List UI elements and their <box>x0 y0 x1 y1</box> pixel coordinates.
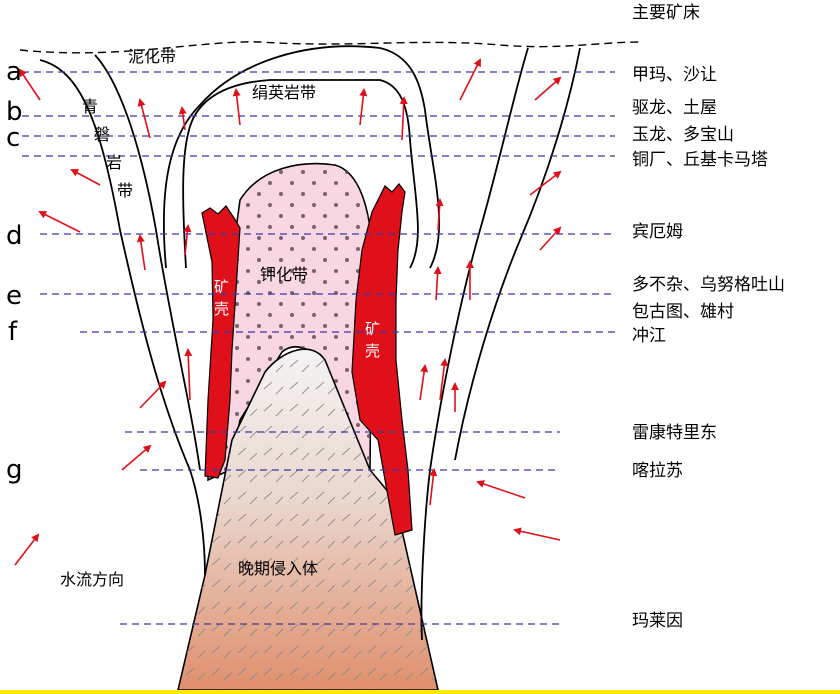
argillic-zone-label: 泥化带 <box>128 47 176 66</box>
flow-arrow <box>539 226 562 251</box>
ore-shell-right-label-2: 壳 <box>365 342 380 360</box>
deposit-label: 宾厄姆 <box>632 222 683 242</box>
level-d-letter: d <box>6 221 23 251</box>
main-deposits-title: 主要矿床 <box>632 3 700 23</box>
propylitic-label-1: 青 <box>82 97 98 116</box>
flow-arrow <box>419 364 429 401</box>
ore-shell-right-label-1: 矿 <box>365 320 380 338</box>
deposit-label: 铜厂、丘基卡马塔 <box>632 150 768 170</box>
flow-arrow <box>139 380 167 409</box>
flow-arrow <box>184 348 193 401</box>
phyllic-zone-boundary <box>182 79 419 269</box>
right-outer-boundary <box>420 47 529 641</box>
flow-arrow <box>399 96 408 141</box>
ore-shell-left-label-2: 壳 <box>214 300 229 318</box>
flow-arrow <box>137 98 151 139</box>
deposit-label: 雷康特里东 <box>632 423 717 443</box>
level-c-letter: c <box>6 123 20 153</box>
level-f-letter: f <box>8 317 18 347</box>
argillic-zone-boundary <box>162 45 440 269</box>
propylitic-label-2: 磐 <box>94 125 110 144</box>
propylitic-inner-boundary <box>94 54 201 471</box>
flow-arrow <box>429 468 438 506</box>
flow-arrow <box>433 266 442 301</box>
flow-arrow <box>136 234 146 271</box>
deposit-label: 多不杂、乌努格吐山 <box>632 275 785 295</box>
deposit-label: 玉龙、多宝山 <box>632 125 734 145</box>
flow-arrow <box>18 68 41 101</box>
level-e-letter: e <box>6 281 22 311</box>
flow-arrow <box>232 88 241 126</box>
flow-arrow <box>513 527 561 541</box>
ore-shell-left-label-1: 矿 <box>214 278 229 296</box>
deposit-label: 喀拉苏 <box>632 461 683 481</box>
bottom-strip <box>0 690 840 694</box>
flow-arrow <box>459 58 481 101</box>
level-b-letter: b <box>6 97 23 127</box>
level-a-letter: a <box>6 57 22 87</box>
level-lines <box>22 71 615 625</box>
flow-arrow <box>476 480 526 499</box>
deposit-label: 玛莱因 <box>632 611 683 631</box>
flow-arrow <box>534 76 562 101</box>
flow-arrow <box>178 106 187 131</box>
deposit-label: 冲江 <box>632 326 666 346</box>
propylitic-label-3: 岩 <box>106 153 122 172</box>
flow-direction-legend: 水流方向 <box>60 570 124 589</box>
flow-arrow <box>121 444 152 471</box>
flow-arrow <box>529 170 562 196</box>
flow-arrow <box>435 198 444 231</box>
potassic-zone-label: 钾化带 <box>260 265 308 284</box>
intrusion-label: 晚期侵入体 <box>238 559 318 578</box>
surface-line <box>19 41 641 54</box>
deposit-label: 驱龙、土屋 <box>632 98 717 118</box>
level-g-letter: g <box>6 455 23 485</box>
propylitic-label-4: 带 <box>117 181 133 200</box>
flow-arrow <box>439 358 449 401</box>
deposit-label: 包古图、雄村 <box>632 302 734 322</box>
flow-arrow <box>38 211 81 233</box>
ore-shell-left <box>201 205 241 479</box>
ore-shell-right <box>351 183 413 536</box>
flow-arrow <box>70 169 101 186</box>
flow-arrow <box>183 224 192 256</box>
propylitic-zone-boundary <box>39 59 206 576</box>
flow-arrow <box>14 533 40 566</box>
phyllic-zone-label: 绢英岩带 <box>252 83 316 102</box>
deposit-label: 甲玛、沙让 <box>632 65 717 85</box>
flow-arrows <box>14 58 562 566</box>
flow-arrow <box>359 88 368 126</box>
right-inner-boundary <box>454 47 581 461</box>
